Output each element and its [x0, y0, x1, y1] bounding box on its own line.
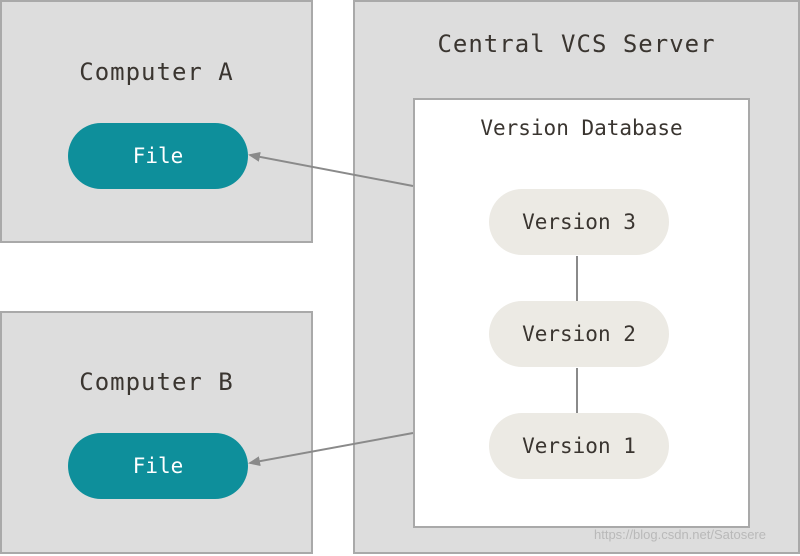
computer-b-box: Computer B File [0, 311, 313, 554]
computer-a-file: File [68, 123, 248, 189]
computer-a-title: Computer A [79, 58, 234, 86]
arrow-to-computer-a-file [248, 151, 414, 187]
version-database-title: Version Database [480, 116, 683, 140]
computer-b-file: File [68, 433, 248, 499]
computer-a-box: Computer A File [0, 0, 313, 243]
arrow-to-computer-b-file [248, 432, 414, 467]
watermark-url: https://blog.csdn.net/Satosere [594, 527, 766, 542]
version-connector-3-2 [576, 256, 578, 301]
version-connector-2-1 [576, 368, 578, 413]
server-title: Central VCS Server [437, 30, 716, 58]
version-2-pill: Version 2 [489, 301, 669, 367]
computer-b-title: Computer B [79, 368, 234, 396]
version-3-pill: Version 3 [489, 189, 669, 255]
version-1-pill: Version 1 [489, 413, 669, 479]
